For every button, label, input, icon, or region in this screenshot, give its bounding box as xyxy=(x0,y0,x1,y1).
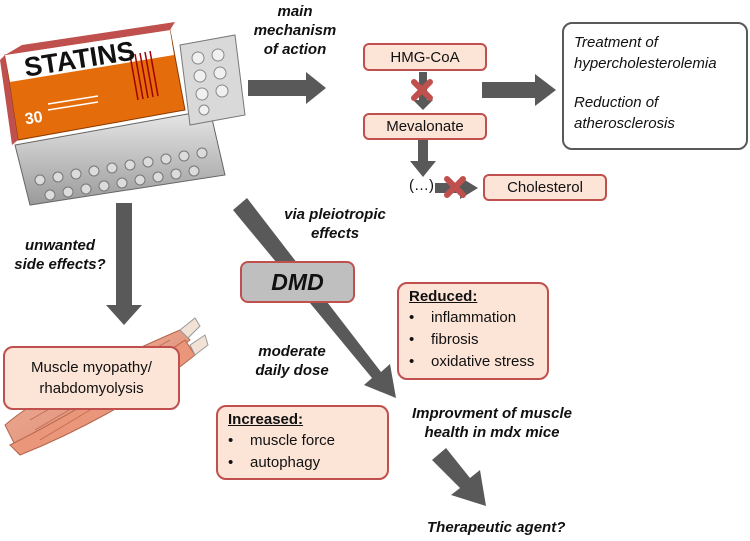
arrow-therapeutic xyxy=(432,448,486,506)
reduced-box: Reduced: inflammation fibrosis oxidative… xyxy=(397,282,549,380)
arrow-main-mechanism xyxy=(248,72,326,104)
statins-count: 30 xyxy=(23,108,44,129)
reduced-heading: Reduced: xyxy=(409,288,478,305)
myopathy-box: Muscle myopathy/ rhabdomyolysis xyxy=(3,346,180,410)
list-item: oxidative stress xyxy=(409,351,537,373)
label-unwanted: unwanted side effects? xyxy=(14,237,106,273)
increased-heading: Increased: xyxy=(228,411,304,428)
blister-pack-image xyxy=(14,34,246,206)
label-moderate: moderate daily dose xyxy=(255,343,329,379)
list-item: inflammation xyxy=(409,307,537,329)
list-item: muscle force xyxy=(228,430,377,452)
dmd-box: DMD xyxy=(240,261,355,303)
arrow-to-treatment xyxy=(482,74,556,106)
treatment-box: Treatment of hypercholesterolemia Reduct… xyxy=(562,22,748,150)
increased-box: Increased: muscle force autophagy xyxy=(216,405,389,480)
statins-box-image xyxy=(0,22,186,145)
inhibition-x-icon-2 xyxy=(444,176,466,198)
mevalonate-box: Mevalonate xyxy=(363,113,487,140)
hmg-coa-box: HMG-CoA xyxy=(363,43,487,71)
ellipsis-text: (…) xyxy=(409,177,434,194)
cholesterol-box: Cholesterol xyxy=(483,174,607,201)
list-item: fibrosis xyxy=(409,329,537,351)
label-therapeutic: Therapeutic agent? xyxy=(427,519,566,536)
label-main-mechanism: main mechanism of action xyxy=(253,3,337,58)
label-via-pleiotropic: via pleiotropic effects xyxy=(284,206,386,242)
arrow-side-effects xyxy=(106,203,142,325)
label-improvement: Improvment of muscle health in mdx mice xyxy=(411,405,573,441)
list-item: autophagy xyxy=(228,452,377,474)
inhibition-x-icon xyxy=(411,79,433,101)
